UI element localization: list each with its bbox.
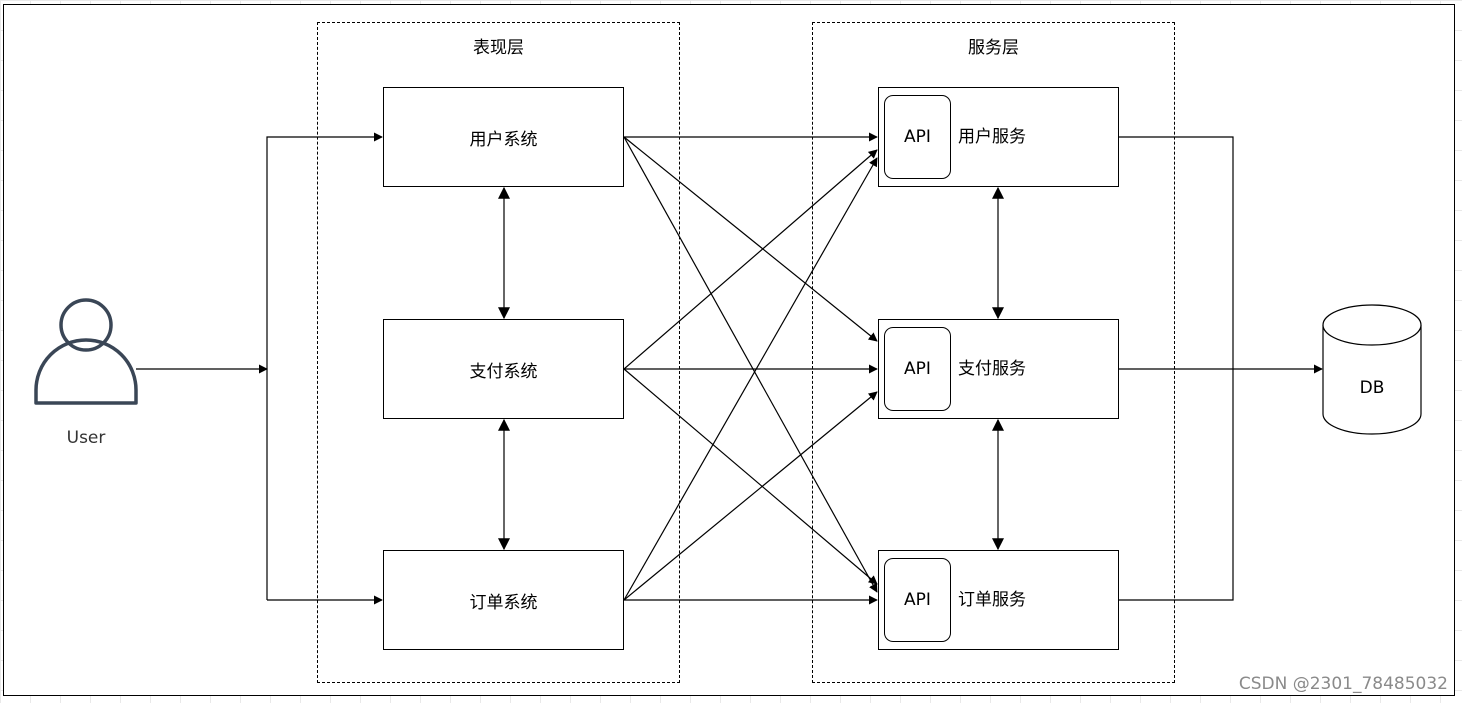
database-label: DB — [1359, 378, 1385, 398]
user-service-label: 用户服务 — [958, 127, 1026, 147]
order-system-box[interactable]: 订单系统 — [383, 550, 624, 650]
user-system-label: 用户系统 — [469, 129, 538, 150]
payment-service-api[interactable]: API — [884, 327, 951, 411]
user-service-api[interactable]: API — [884, 95, 951, 179]
presentation-layer-title: 表现层 — [473, 38, 524, 58]
payment-service-label: 支付服务 — [958, 359, 1026, 379]
payment-system-label: 支付系统 — [469, 361, 538, 382]
diagram-frame — [3, 4, 1455, 696]
user-system-box[interactable]: 用户系统 — [383, 87, 624, 187]
user-actor-label: User — [66, 428, 106, 448]
user-service-api-label: API — [904, 127, 931, 147]
watermark-text: CSDN @2301_78485032 — [1238, 674, 1448, 694]
order-system-label: 订单系统 — [469, 592, 538, 613]
payment-system-box[interactable]: 支付系统 — [383, 319, 624, 419]
payment-service-api-label: API — [904, 359, 931, 379]
order-service-label: 订单服务 — [958, 590, 1026, 610]
order-service-api-label: API — [904, 590, 931, 610]
service-layer-title: 服务层 — [968, 38, 1019, 58]
order-service-api[interactable]: API — [884, 558, 951, 642]
